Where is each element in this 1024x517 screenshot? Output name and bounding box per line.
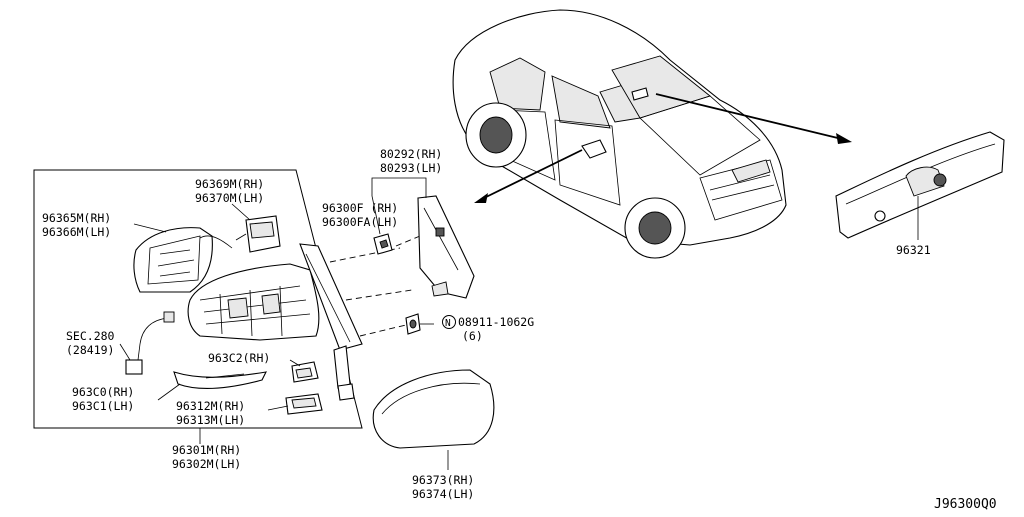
- label-96321: 96321: [896, 243, 931, 257]
- label-96370m: 96370M(LH): [195, 191, 264, 205]
- nut: [405, 313, 421, 335]
- label-08911-qty: (6): [462, 329, 483, 343]
- label-963c0: 963C0(RH): [72, 385, 134, 399]
- label-sec280-ref: (28419): [66, 343, 114, 357]
- label-96301m: 96301M(RH): [172, 443, 241, 457]
- lamp-cover: [291, 361, 319, 383]
- label-96300f: 96300F (RH): [322, 201, 398, 215]
- label-96373: 96373(RH): [412, 473, 474, 487]
- mirror-housing: [187, 263, 320, 341]
- label-96366m: 96366M(LH): [42, 225, 111, 239]
- wire-harness: [125, 311, 175, 375]
- label-96302m: 96302M(LH): [172, 457, 241, 471]
- leader-lines: [119, 177, 919, 470]
- mirror-clip: [373, 233, 393, 255]
- label-80292: 80292(RH): [380, 147, 442, 161]
- nut-symbol-circle: [442, 315, 456, 329]
- mirror-glass: [133, 227, 233, 293]
- label-96365m: 96365M(RH): [42, 211, 111, 225]
- mirror-assembly-frame: [33, 169, 363, 429]
- label-96313m: 96313M(LH): [176, 413, 245, 427]
- mirror-cover: [372, 369, 495, 449]
- mirror-base: [299, 243, 363, 351]
- callout-arrows: [474, 93, 852, 203]
- label-96312m: 96312M(RH): [176, 399, 245, 413]
- part-labels: 80292(RH) 80293(LH) 96369M(RH) 96370M(LH…: [42, 147, 997, 512]
- puddle-lamp: [285, 393, 323, 415]
- label-08911: 08911-1062G: [458, 315, 534, 329]
- mirror-actuator: [235, 215, 281, 253]
- label-nut-symbol: N: [445, 318, 451, 329]
- label-96374: 96374(LH): [412, 487, 474, 501]
- label-96300fa: 96300FA(LH): [322, 215, 398, 229]
- label-sec280: SEC.280: [66, 329, 115, 343]
- door-corner-base: [417, 195, 475, 299]
- label-80293: 80293(LH): [380, 161, 442, 175]
- label-963c1: 963C1(LH): [72, 399, 134, 413]
- interior-mirror: [835, 131, 1005, 239]
- assembly-guide-lines: [329, 235, 421, 337]
- turn-signal-lamp: [173, 371, 267, 389]
- vehicle-illustration: [452, 9, 787, 259]
- diagram-id: J96300Q0: [934, 497, 997, 512]
- label-96369m: 96369M(RH): [195, 177, 264, 191]
- label-963c2: 963C2(RH): [208, 351, 270, 365]
- mirror-arm: [333, 345, 355, 401]
